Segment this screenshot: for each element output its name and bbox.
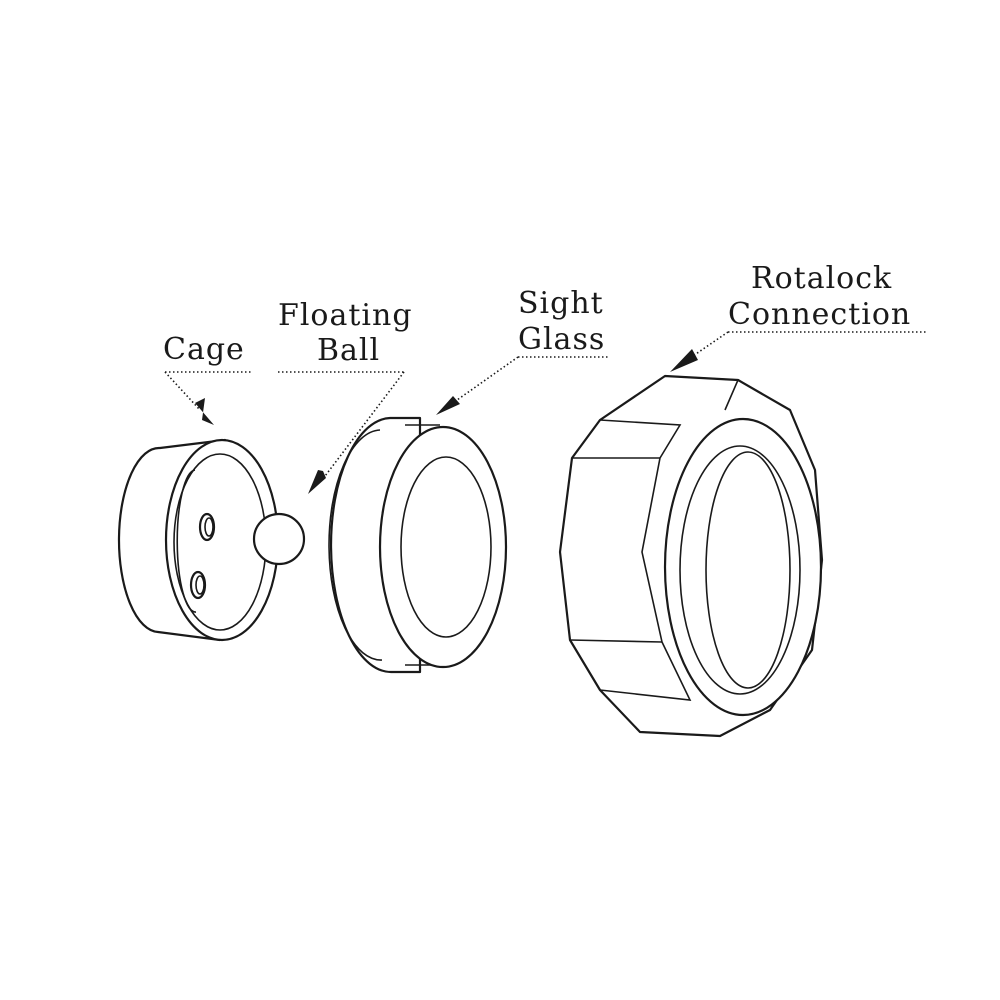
sight-glass-part	[328, 416, 508, 674]
rotalock-label-line2: Connection	[728, 297, 911, 332]
floating-ball-leader	[278, 371, 405, 494]
cage-part	[117, 438, 280, 642]
rotalock-leader	[670, 331, 928, 372]
floating-ball-label-line1: Floating	[278, 298, 413, 333]
cage-leader	[164, 371, 252, 425]
rotalock-label-line1: Rotalock	[751, 261, 892, 296]
floating-ball-label-line2: Ball	[317, 333, 380, 368]
sight-glass-leader	[436, 356, 610, 415]
sight-glass-label-line1: Sight	[518, 286, 604, 321]
floating-ball-part	[252, 512, 306, 566]
rotalock-connection-part	[558, 374, 824, 738]
cage-label: Cage	[163, 332, 245, 367]
sight-glass-label-line2: Glass	[518, 322, 605, 357]
